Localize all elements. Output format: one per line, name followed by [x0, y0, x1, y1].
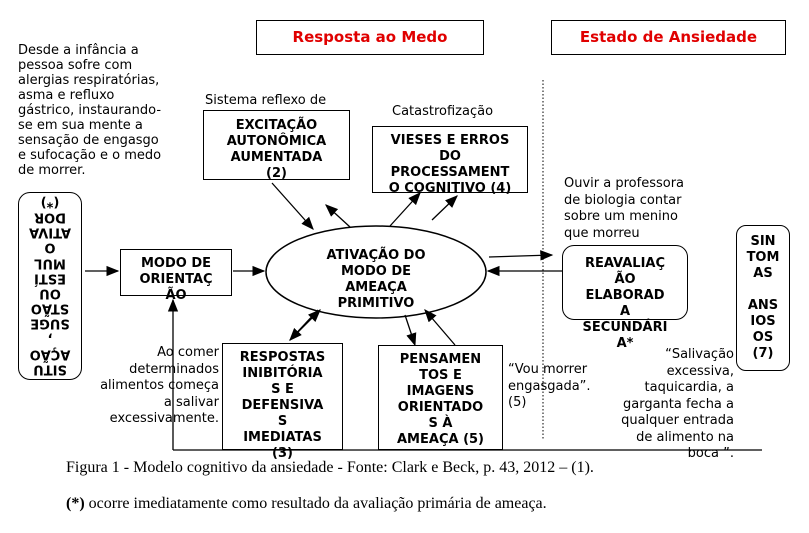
cognitive-bias-label: VIESES E ERROS DO PROCESSAMENT O COGNITI… [388, 133, 512, 196]
threat-thoughts-label: PENSAMEN TOS E IMAGENS ORIENTADO S À AME… [397, 352, 484, 447]
cognitive-bias-box: VIESES E ERROS DO PROCESSAMENT O COGNITI… [372, 126, 528, 196]
threat-mode-ellipse [265, 225, 487, 319]
threat-thoughts-box: PENSAMEN TOS E IMAGENS ORIENTADO S À AME… [378, 345, 503, 450]
teacher-text: Ouvir a professora de biologia contar so… [564, 176, 685, 241]
reflex-system-label: Sistema reflexo de [205, 93, 327, 108]
situation-box: SITU AÇÃO , SUGE STÃO OU ESTÍ MUL O ATIV… [18, 192, 82, 380]
footnote: (*) ocorre imediatamente como resultado … [66, 495, 547, 513]
anxiety-symptoms-box: SIN TOM AS ANS IOS OS (7) [736, 225, 790, 371]
footnote-mark: (*) [66, 495, 85, 512]
autonomic-excitation-label: EXCITAÇÃO AUTONÔMICA AUMENTADA (2) [226, 118, 327, 181]
arrows [85, 182, 562, 450]
footnote-text: ocorre imediatamente como resultado da a… [84, 495, 547, 512]
quote-text: “Vou morrer engasgada”. (5) [508, 362, 591, 410]
anxiety-symptoms-label: SIN TOM AS ANS IOS OS (7) [746, 234, 780, 361]
situation-label: SITU AÇÃO , SUGE STÃO OU ESTÍ MUL O ATIV… [29, 194, 71, 377]
defensive-responses-box: RESPOSTAS INIBITÓRIA S E DEFENSIVA S IME… [222, 343, 343, 461]
orientation-mode-box: MODO DE ORIENTAÇ ÃO [120, 249, 232, 303]
figure-caption: Figura 1 - Modelo cognitivo da ansiedade… [66, 459, 594, 476]
eating-text: Ao comer determinados alimentos começa a… [100, 345, 219, 426]
symptoms-text: “Salivação excessiva, taquicardia, a gar… [621, 347, 734, 461]
defensive-responses-label: RESPOSTAS INIBITÓRIA S E DEFENSIVA S IME… [239, 350, 326, 461]
background-text: Desde a infância a pessoa sofre com aler… [18, 43, 162, 178]
secondary-reappraisal-label: REAVALIAÇ ÃO ELABORAD A SECUNDÁRI A* [582, 256, 668, 351]
header-anxiety-state: Estado de Ansiedade [551, 20, 786, 55]
header-fear-response: Resposta ao Medo [256, 20, 484, 55]
secondary-reappraisal-box: REAVALIAÇ ÃO ELABORAD A SECUNDÁRI A* [562, 245, 688, 351]
autonomic-excitation-box: EXCITAÇÃO AUTONÔMICA AUMENTADA (2) [203, 110, 350, 181]
catastrophizing-label: Catastrofização [392, 104, 494, 119]
threat-mode-label: ATIVAÇÃO DO MODO DE AMEAÇA PRIMITIVO [326, 248, 426, 311]
orientation-mode-label: MODO DE ORIENTAÇ ÃO [139, 256, 213, 303]
